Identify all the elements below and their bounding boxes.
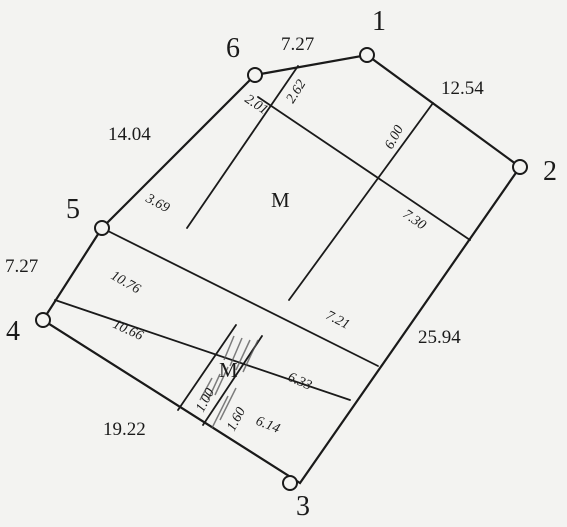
vertex-label-3: 3 (296, 491, 310, 522)
line-4-to-3 (42, 319, 301, 484)
length-right-lower: 25.94 (418, 327, 461, 348)
line-left-to-right (54, 299, 351, 401)
length-top: 7.27 (281, 34, 314, 55)
vertex-label-6: 6 (226, 33, 240, 64)
vertex-6-marker (247, 67, 263, 83)
vertex-3-marker (282, 475, 298, 491)
vertex-label-2: 2 (543, 156, 557, 187)
line-upper-vertical (186, 65, 299, 229)
vertex-label-4: 4 (6, 316, 20, 347)
length-right-upper: 12.54 (441, 78, 484, 99)
line-5-to-right (101, 227, 379, 367)
vertex-label-5: 5 (66, 194, 80, 225)
vertex-5-marker (94, 220, 110, 236)
parcel-marker-upper: M (271, 188, 290, 212)
line-top-diagonal (257, 96, 471, 241)
line-strip-left (177, 324, 237, 411)
vertex-label-1: 1 (372, 6, 386, 37)
line-middle-vertical (288, 102, 434, 301)
vertex-1-marker (359, 47, 375, 63)
hatch-pattern (199, 335, 259, 429)
length-left: 7.27 (5, 256, 38, 277)
length-upper-left: 14.04 (108, 124, 151, 145)
parcel-marker-lower: M (219, 358, 238, 382)
vertex-2-marker (512, 159, 528, 175)
length-bottom: 19.22 (103, 419, 146, 440)
vertex-4-marker (35, 312, 51, 328)
